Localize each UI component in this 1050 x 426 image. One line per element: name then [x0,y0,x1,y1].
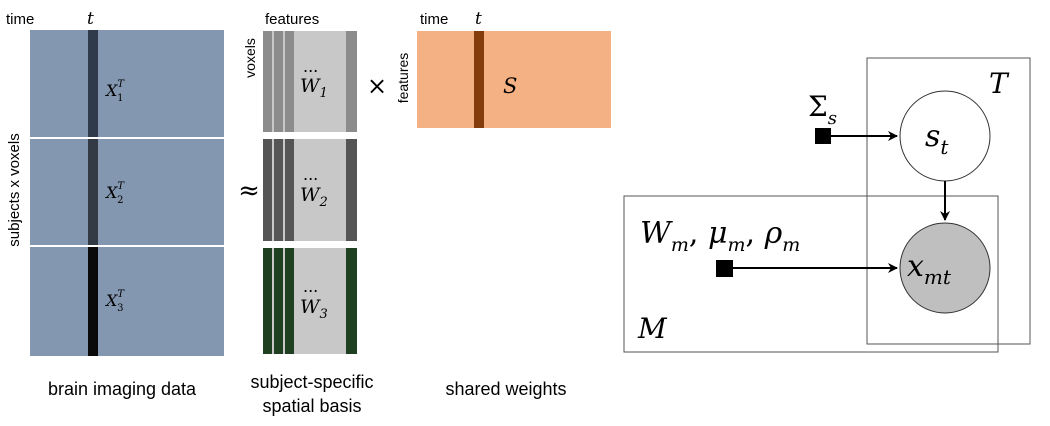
basis-col-3d [346,248,357,354]
t-label-right: t [475,9,482,29]
caption-brain-imaging: brain imaging data [48,379,197,399]
basis-col-2b [274,139,283,241]
time-label-right: time [420,11,448,28]
dots-1: ... [303,57,318,76]
prior-label-sigma: Σs [808,90,837,129]
dots-3: ... [303,277,318,296]
subjects-voxels-label: subjects x voxels [6,133,23,246]
params-factor-square [716,260,733,277]
node-s-label: st [925,119,949,159]
caption-shared-weights: shared weights [445,379,566,399]
approx-symbol: ≈ [238,176,260,206]
voxels-label: voxels [242,38,258,78]
times-symbol: × [367,72,387,100]
t-label-left: t [87,9,94,29]
caption-basis-line1: subject-specific [250,372,373,392]
time-stripe-subject-1 [88,30,98,137]
params-label: Wm, μm, ρm [640,216,800,256]
basis-col-3c [285,248,294,354]
time-label-left: time [6,11,34,28]
dots-2: ... [303,165,318,184]
time-stripe-subject-3 [88,247,98,356]
time-stripe-shared [474,31,484,128]
plate-M-label: M [637,312,668,345]
node-x-mt [899,222,991,314]
spatial-basis-panel: features voxels ... W1 ... W2 ... W3 sub… [242,11,374,416]
shared-weights-panel: time t features S shared weights [395,9,611,399]
features-label-middle: features [265,11,319,28]
shared-weights-matrix [417,31,611,128]
basis-col-1a [263,31,272,132]
graphical-model: T M Σs st xmt Wm, μm, ρm [623,57,1031,353]
basis-col-3a [263,248,272,354]
basis-col-1c [285,31,294,132]
basis-col-2c [285,139,294,241]
basis-col-2a [263,139,272,241]
features-label-right: features [395,53,411,104]
plate-M [623,195,999,353]
basis-col-1d [346,31,357,132]
caption-basis-line2: spatial basis [262,396,361,416]
basis-col-1b [274,31,283,132]
plate-T-label: T [989,67,1010,100]
basis-col-3b [274,248,283,354]
block-label-w3: W3 [300,296,328,322]
block-label-s: S [503,74,517,98]
plate-T [866,57,1031,345]
time-stripe-subject-2 [88,139,98,245]
basis-col-2d [346,139,357,241]
block-label-w1: W1 [300,75,328,101]
prior-factor-square [815,128,831,144]
node-x-label: xmt [907,249,952,289]
block-label-w2: W2 [300,184,328,210]
brain-data-matrix [30,30,224,356]
